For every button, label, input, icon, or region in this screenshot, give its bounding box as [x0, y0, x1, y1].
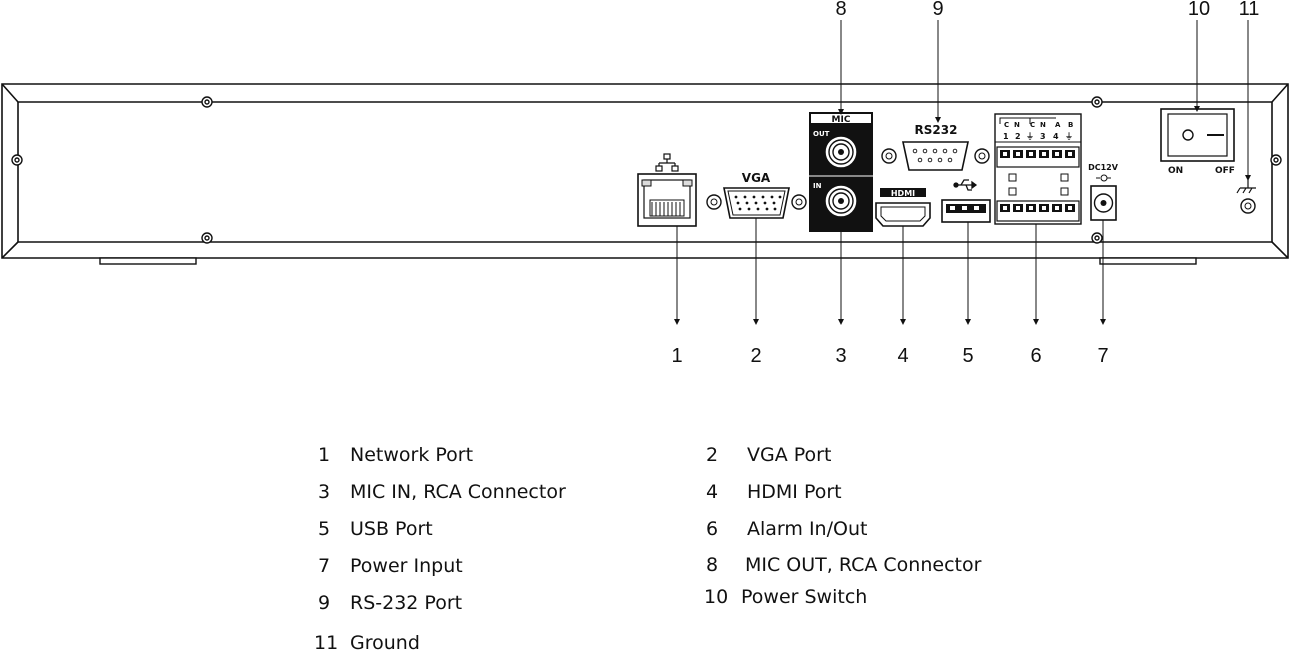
svg-text:3: 3 — [1040, 132, 1046, 141]
svg-text:N: N — [1040, 121, 1046, 129]
dc-label: DC12V — [1088, 163, 1119, 172]
mic-out-label: OUT — [813, 130, 830, 138]
alarm-block-bottom — [996, 200, 1080, 222]
alarm-number-labels: 1 2 ⏚ 3 4 ⏚ — [1003, 132, 1073, 141]
rs232-port: RS232 — [881, 123, 990, 171]
svg-text:2: 2 — [1015, 132, 1021, 141]
polarity-icon — [1096, 174, 1111, 182]
callout-6: 6 — [1030, 345, 1041, 367]
hdmi-port: HDMI — [875, 188, 931, 227]
callout-11: 11 — [1239, 0, 1260, 20]
power-input: DC12V — [1088, 163, 1119, 221]
callout-5: 5 — [962, 345, 973, 367]
foot-left — [99, 257, 197, 265]
mic-in-connector — [824, 184, 858, 218]
screws — [11, 96, 1282, 244]
svg-text:4: 4 — [1053, 132, 1059, 141]
rs232-label: RS232 — [915, 123, 958, 137]
svg-text:C: C — [1004, 121, 1009, 129]
svg-text:1: 1 — [1003, 132, 1009, 141]
vga-label: VGA — [742, 171, 771, 185]
svg-text:A: A — [1055, 121, 1061, 129]
callout-4: 4 — [897, 345, 908, 367]
alarm-block-top — [996, 146, 1080, 168]
alarm-nc-labels: C N C N A B — [1004, 121, 1073, 129]
svg-text:C: C — [1030, 121, 1035, 129]
leader-lines — [674, 20, 1251, 325]
network-port — [637, 153, 697, 227]
callout-8: 8 — [835, 0, 846, 20]
callout-3: 3 — [835, 345, 846, 367]
foot-right — [1099, 257, 1197, 265]
ground-icon — [1236, 180, 1256, 194]
usb-port — [941, 179, 991, 223]
mic-label: MIC — [832, 115, 851, 125]
vga-port: VGA — [706, 171, 807, 219]
mic-block: MIC OUT IN — [809, 112, 873, 232]
callout-9: 9 — [932, 0, 943, 20]
off-label: OFF — [1215, 166, 1235, 176]
network-icon — [655, 153, 679, 172]
callouts-bottom: 1 2 3 4 5 6 7 — [671, 345, 1108, 367]
power-switch: ON OFF — [1160, 108, 1235, 176]
callout-2: 2 — [750, 345, 761, 367]
mic-out-connector — [824, 135, 858, 169]
svg-text:⏚: ⏚ — [1065, 132, 1073, 141]
chassis — [1, 83, 1289, 259]
callout-1: 1 — [671, 345, 682, 367]
svg-text:N: N — [1014, 121, 1020, 129]
svg-text:⏚: ⏚ — [1026, 132, 1034, 141]
mic-in-label: IN — [813, 182, 822, 190]
hdmi-logo: HDMI — [880, 188, 926, 198]
svg-text:HDMI: HDMI — [891, 189, 915, 198]
callout-10: 10 — [1188, 0, 1210, 20]
callouts-top: 8 9 10 11 — [835, 0, 1259, 20]
on-label: ON — [1168, 166, 1183, 176]
alarm-terminal: C N C N A B 1 2 ⏚ 3 4 ⏚ — [994, 113, 1082, 225]
ground-terminal — [1236, 180, 1256, 214]
usb-icon — [953, 179, 978, 191]
svg-text:B: B — [1068, 121, 1073, 129]
callout-7: 7 — [1097, 345, 1108, 367]
